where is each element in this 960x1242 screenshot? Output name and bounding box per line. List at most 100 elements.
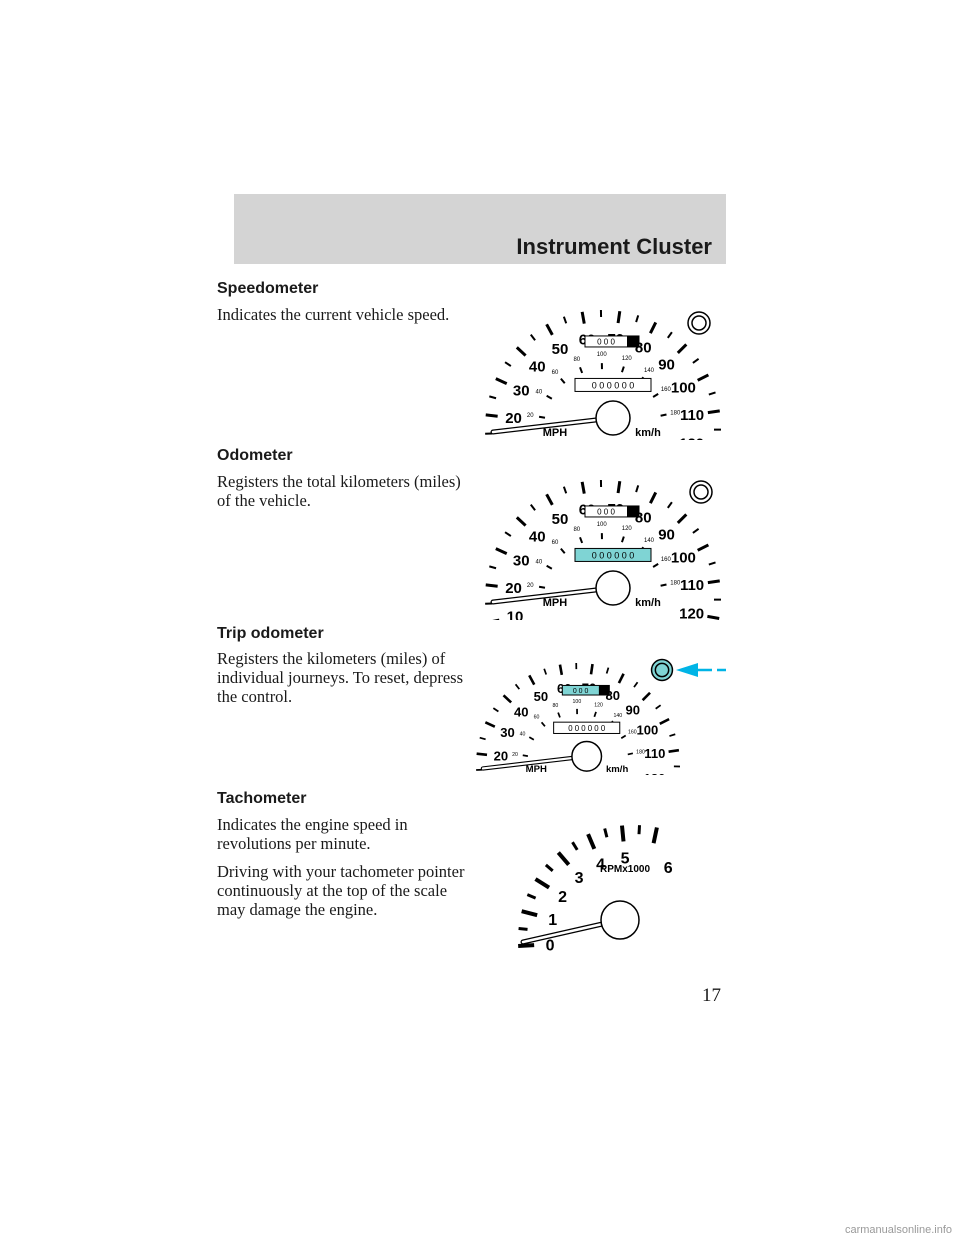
kmh-label: 40 [535, 389, 542, 395]
speedometer-tick [635, 315, 640, 323]
rpm-label: 5 [621, 850, 630, 867]
speedometer-tick [697, 373, 710, 382]
rpm-label: 6 [664, 860, 673, 877]
mph-label: 30 [513, 552, 530, 569]
kmh-tick [593, 711, 597, 718]
speedometer-tick [692, 357, 700, 364]
odometer-gauge-illustration: 1020304050607080901001101202040608010012… [485, 480, 722, 620]
speedometer-tick [667, 331, 673, 339]
mph-label: 120 [644, 771, 666, 775]
speedometer-tick [676, 513, 688, 524]
speedometer-tick [515, 346, 527, 357]
tachometer-tick [586, 833, 597, 850]
mph-label: 10 [495, 773, 510, 775]
rpm-label: 4 [596, 857, 605, 874]
tachometer-tick [518, 943, 535, 949]
kmh-tick [579, 366, 584, 374]
speedometer-tick [558, 664, 564, 676]
tachometer-paragraph-2: Driving with your tachometer pointer con… [217, 862, 465, 919]
kmh-label: 120 [622, 356, 633, 362]
kmh-unit-label: km/h [635, 597, 661, 609]
speedometer-tick [502, 694, 513, 704]
kmh-tick [540, 721, 546, 727]
mph-label: 30 [500, 725, 515, 740]
mph-label: 50 [552, 341, 569, 358]
trip-reset-button-inner [654, 662, 670, 678]
speedometer-tick [692, 527, 700, 534]
pointer-arrowhead [676, 663, 698, 677]
trip-digits: 0 0 0 [573, 688, 589, 695]
mph-label: 110 [680, 407, 704, 424]
watermark: carmanualsonline.info [844, 1224, 952, 1236]
kmh-tick [660, 413, 667, 417]
trip-odometer-heading: Trip odometer [217, 625, 324, 642]
speedometer-description: Indicates the current vehicle speed. [217, 305, 467, 333]
speedometer-tick [668, 748, 680, 753]
odometer-display [574, 547, 652, 562]
speedometer-tick [492, 707, 499, 713]
kmh-label: 120 [594, 702, 603, 708]
needle-hub [595, 570, 631, 606]
trip-tenth-digit [627, 335, 639, 347]
speedometer-tick [655, 704, 662, 710]
kmh-label: 140 [613, 713, 622, 719]
speedometer-tick [649, 491, 658, 504]
kmh-unit-label: km/h [606, 764, 628, 775]
kmh-label: 20 [527, 583, 534, 589]
speedometer-tick [580, 311, 586, 324]
speedometer-tick [545, 323, 554, 336]
speedometer-tick [659, 717, 670, 725]
kmh-tick [528, 736, 535, 741]
mph-unit-label: MPH [543, 427, 568, 439]
trip-odometer-description: Registers the kilometers (miles) of indi… [217, 649, 467, 715]
kmh-label: 180 [670, 581, 681, 587]
speedometer-tick [495, 547, 508, 556]
kmh-label: 80 [573, 527, 580, 533]
mph-label: 10 [507, 439, 524, 440]
speedometer-tick [616, 310, 622, 324]
kmh-label: 100 [597, 352, 608, 358]
speedometer-tick [528, 674, 536, 686]
mph-unit-label: MPH [543, 597, 568, 609]
kmh-label: 180 [670, 411, 681, 417]
kmh-label: 160 [661, 387, 672, 393]
speedometer-tick [708, 561, 716, 566]
speedometer-tick [562, 486, 568, 494]
kmh-label: 40 [520, 731, 526, 737]
speedometer-tick [562, 316, 568, 324]
kmh-tick [560, 548, 566, 554]
rpm-label: 3 [575, 870, 584, 887]
kmh-tick [522, 754, 529, 758]
rpm-unit-label: RPMx1000 [600, 864, 650, 875]
kmh-tick [620, 366, 625, 373]
speedometer-tick [617, 673, 625, 684]
speedometer-tick [676, 343, 688, 354]
kmh-tick [620, 536, 625, 543]
trip-digits: 0 0 0 [597, 507, 615, 516]
trip-digits: 0 0 0 [597, 337, 615, 346]
odometer-display [574, 377, 652, 392]
kmh-tick [652, 562, 659, 568]
mph-label: 90 [658, 356, 675, 373]
kmh-label: 100 [573, 699, 582, 705]
mph-label: 100 [671, 550, 696, 567]
speedometer-tick [543, 668, 548, 675]
kmh-unit-label: km/h [635, 427, 661, 439]
mph-label: 110 [680, 577, 704, 594]
mph-label: 20 [494, 749, 509, 764]
kmh-label: 20 [527, 413, 534, 419]
speedometer-tick [707, 579, 720, 585]
speedometer-tick [649, 321, 658, 334]
speedometer-tick [635, 485, 640, 493]
odometer-display [553, 721, 621, 734]
speedometer-tick [476, 752, 488, 757]
tachometer-tick [526, 893, 537, 900]
speedometer-tick [641, 691, 651, 702]
kmh-tick [620, 734, 627, 739]
mph-label: 50 [552, 511, 569, 528]
kmh-tick [546, 564, 553, 570]
kmh-tick [660, 583, 667, 587]
mph-label: 40 [529, 529, 546, 546]
speedometer-tick [707, 614, 720, 620]
